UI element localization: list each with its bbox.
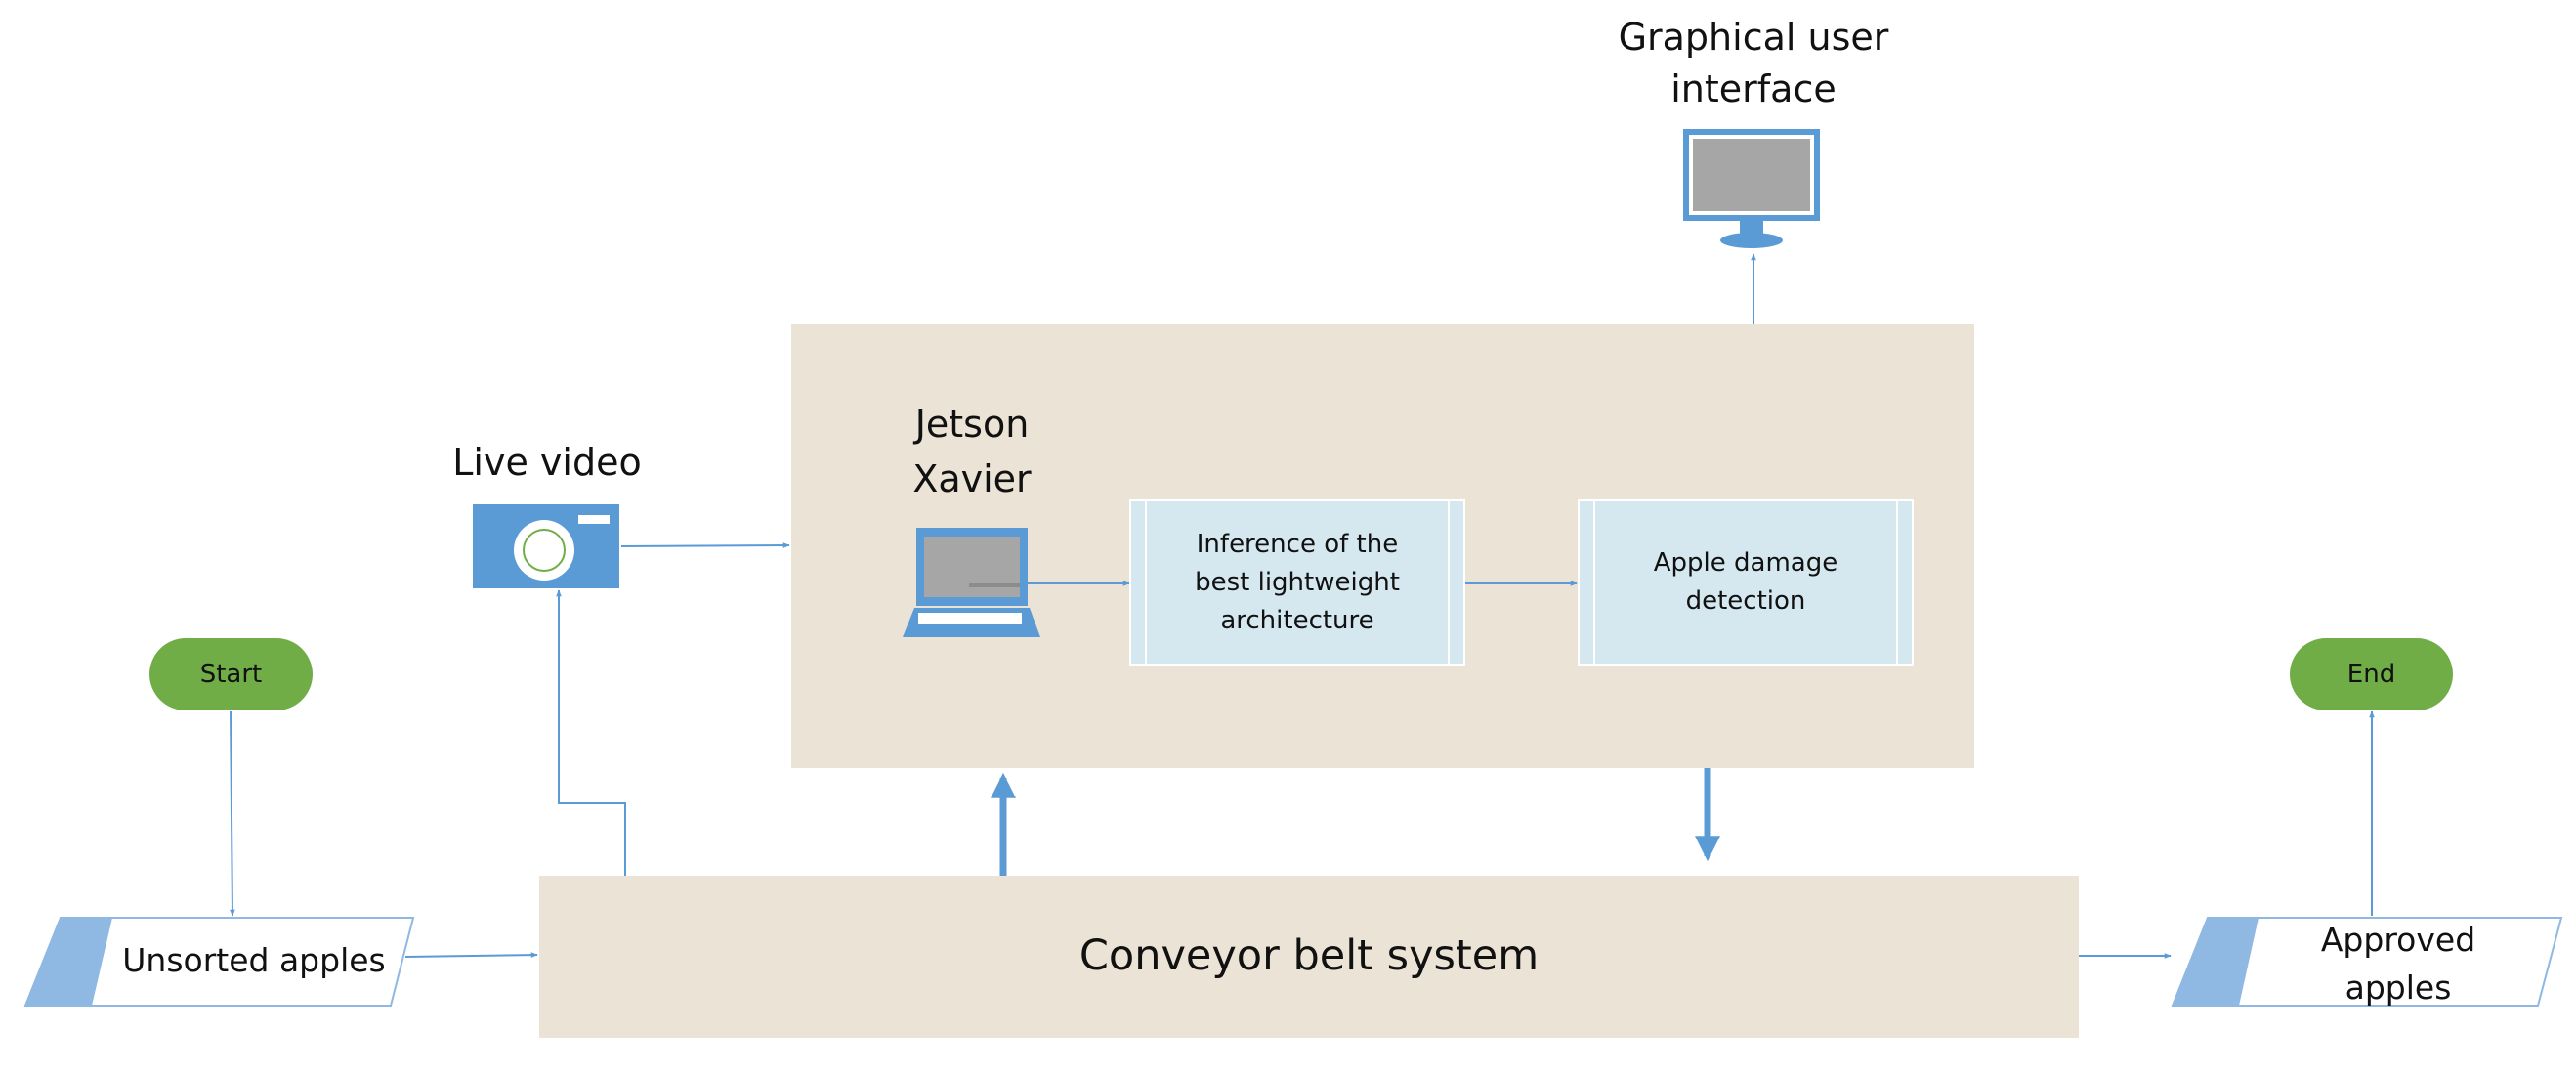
gui-label: Graphical user interface bbox=[1618, 16, 1889, 110]
end-label: End bbox=[2346, 660, 2396, 689]
live-video-label: Live video bbox=[452, 441, 642, 484]
approved-apples-label: Approved apples bbox=[2320, 921, 2476, 1007]
unsorted-to-conveyor-arrow bbox=[404, 952, 538, 958]
monitor-icon bbox=[1683, 129, 1820, 248]
start-to-unsorted-arrow bbox=[230, 710, 235, 917]
conveyor-panel bbox=[539, 876, 2079, 1038]
inference-label: Inference of the best lightweight archit… bbox=[1195, 529, 1400, 635]
camera-icon bbox=[473, 504, 619, 588]
damage-label: Apple damage detection bbox=[1653, 548, 1838, 616]
approved-apples-io bbox=[2171, 917, 2563, 1007]
conveyor-to-camera-arrow bbox=[556, 589, 626, 876]
damage-process-box: Apple damage detection bbox=[1578, 499, 1914, 666]
inference-process-box: Inference of the best lightweight archit… bbox=[1129, 499, 1465, 666]
conveyor-label: Conveyor belt system bbox=[1078, 931, 1540, 980]
jetson-label: Jetson Xavier bbox=[912, 403, 1032, 500]
end-terminal: End bbox=[2290, 638, 2453, 710]
start-terminal: Start bbox=[149, 638, 313, 710]
unsorted-apples-label: Unsorted apples bbox=[122, 941, 386, 979]
camera-to-jetson-arrow bbox=[620, 542, 790, 548]
start-label: Start bbox=[199, 660, 263, 689]
unsorted-apples-io bbox=[23, 917, 415, 1007]
laptop-icon bbox=[903, 528, 1040, 637]
